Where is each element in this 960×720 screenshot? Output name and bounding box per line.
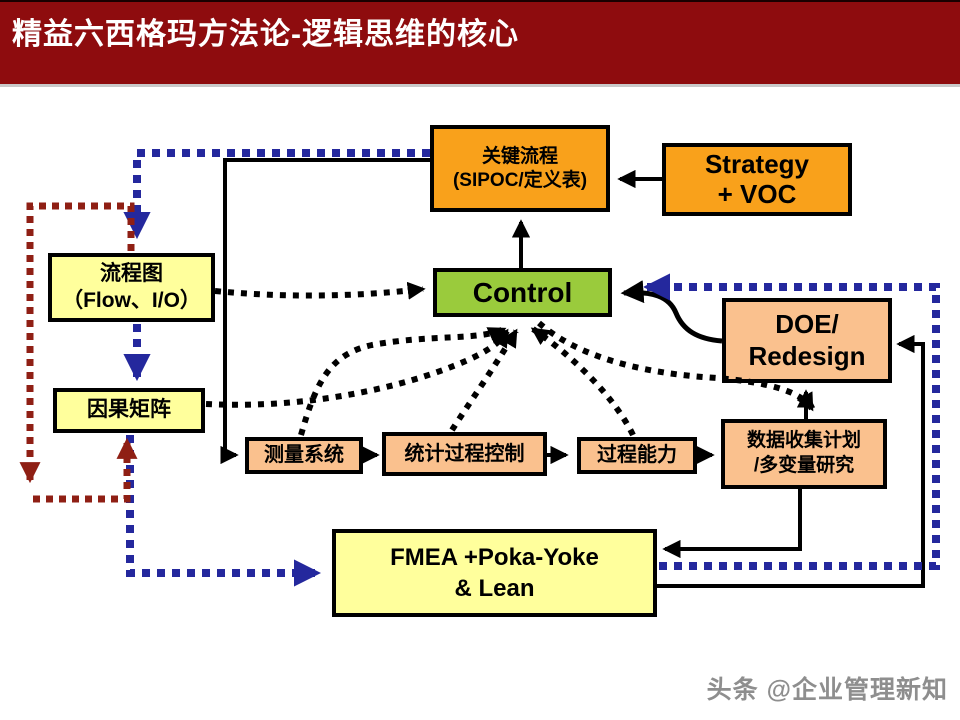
node-flowchart: 流程图 （Flow、I/O）: [48, 253, 215, 322]
dotted-measurement-to-control: [298, 326, 507, 436]
node-doe-redesign: DOE/ Redesign: [722, 298, 892, 383]
node-cause-effect-label: 因果矩阵: [87, 398, 171, 422]
node-doe-line1: DOE/: [775, 309, 839, 340]
node-strategy-voc: Strategy + VOC: [662, 143, 852, 216]
node-key-process-line1: 关键流程: [481, 145, 558, 167]
diagram-canvas: 关键流程 (SIPOC/定义表) Strategy + VOC 流程图 （Flo…: [0, 90, 960, 720]
node-fmea-line1: FMEA +Poka-Yoke: [390, 543, 599, 571]
dotted-capability-to-control: [530, 326, 636, 437]
watermark-text: 头条 @企业管理新知: [706, 676, 948, 704]
header-bar: 精益六西格玛方法论-逻辑思维的核心: [0, 0, 960, 87]
node-data-collection-line1: 数据收集计划: [746, 430, 861, 452]
dashed-blue-sipoc-to-flowchart: [123, 149, 430, 240]
node-cause-effect-matrix: 因果矩阵: [53, 388, 205, 433]
node-fmea-line2: & Lean: [454, 575, 535, 602]
node-key-process-sipoc: 关键流程 (SIPOC/定义表): [430, 125, 610, 212]
node-fmea-pokayoke-lean: FMEA +Poka-Yoke & Lean: [332, 529, 657, 617]
node-measurement-label: 测量系统: [264, 444, 344, 466]
node-data-collection: 数据收集计划 /多变量研究: [721, 419, 887, 489]
node-measurement-system: 测量系统: [245, 437, 363, 474]
arrow-datacollection-to-fmea: [662, 489, 802, 559]
arrow-doe-to-control-curve: [620, 280, 723, 344]
node-process-capability-label: 过程能力: [597, 444, 677, 466]
arrow-sipoc-to-measurement: [220, 158, 430, 465]
dashed-red-flowchart-loop-down: [19, 202, 135, 484]
node-process-capability: 过程能力: [577, 437, 697, 474]
node-doe-line2: Redesign: [748, 340, 866, 371]
node-control-label: Control: [472, 277, 573, 308]
dotted-flowchart-to-control: [214, 281, 426, 300]
page-title: 精益六西格玛方法论-逻辑思维的核心: [12, 18, 519, 51]
node-control: Control: [433, 268, 612, 317]
darkred-dashed-loop: [19, 202, 138, 503]
node-spc: 统计过程控制: [382, 432, 547, 476]
node-spc-label: 统计过程控制: [404, 442, 525, 465]
dotted-causematrix-to-control: [205, 328, 510, 408]
node-key-process-line2: (SIPOC/定义表): [452, 169, 588, 191]
dashed-red-loop-to-causematrix: [33, 437, 138, 503]
node-strategy-line2: + VOC: [717, 178, 797, 209]
node-strategy-line1: Strategy: [704, 148, 810, 179]
node-flowchart-line2: （Flow、I/O）: [62, 288, 201, 312]
dotted-spc-to-control: [449, 328, 519, 432]
node-data-collection-line2: /多变量研究: [753, 455, 855, 476]
node-flowchart-line1: 流程图: [100, 262, 163, 286]
